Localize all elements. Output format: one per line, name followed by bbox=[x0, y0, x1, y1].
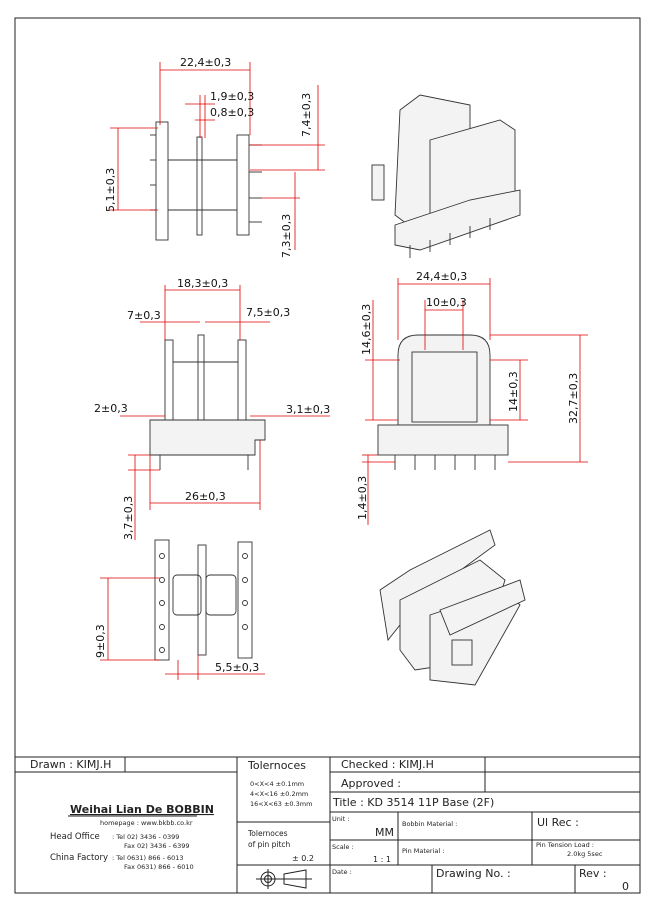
head-office-label: Head Office bbox=[50, 832, 100, 842]
dim-5-1: 5,1±0,3 bbox=[104, 168, 117, 212]
dim-24-4: 24,4±0,3 bbox=[416, 270, 467, 283]
isometric-view-top bbox=[371, 94, 521, 258]
unit-value: MM bbox=[375, 826, 394, 839]
dim-7-4: 7,4±0,3 bbox=[300, 93, 313, 137]
approved-by: Approved : bbox=[341, 777, 401, 790]
unit-label: Unit : bbox=[332, 815, 350, 823]
dim-2: 2±0,3 bbox=[94, 402, 128, 415]
bobbin-material-label: Bobbin Material : bbox=[402, 820, 457, 828]
side-view-top bbox=[150, 121, 262, 241]
company-name: Weihai Lian De BOBBIN bbox=[70, 803, 214, 816]
pin-pitch-value: ± 0.2 bbox=[292, 854, 314, 863]
drawing-title: Title : KD 3514 11P Base (2F) bbox=[332, 796, 494, 809]
dim-lines-end bbox=[362, 278, 588, 525]
dim-14: 14±0,3 bbox=[507, 371, 520, 412]
rev-value: 0 bbox=[622, 880, 629, 893]
checked-by: Checked : KIMJ.H bbox=[341, 758, 434, 771]
tolerance-row: 16<X<63 ±0.3mm bbox=[250, 800, 312, 808]
drawn-by: Drawn : KIMJ.H bbox=[30, 758, 111, 771]
dim-10: 10±0,3 bbox=[426, 296, 467, 309]
tolerance-row: 0<X<4 ±0.1mm bbox=[250, 780, 304, 788]
dim-22-4: 22,4±0,3 bbox=[180, 56, 231, 69]
drawing-border bbox=[14, 17, 641, 894]
dim-5-5: 5,5±0,3 bbox=[215, 661, 259, 674]
pin-tension-label: Pin Tension Load : bbox=[536, 841, 594, 849]
pin-pitch-label: of pin pitch bbox=[248, 840, 291, 849]
china-factory-fax: Fax 0631) 866 - 6010 bbox=[124, 863, 194, 871]
scale-value: 1 : 1 bbox=[373, 855, 391, 864]
dim-14-6: 14,6±0,3 bbox=[360, 304, 373, 355]
dim-7-5: 7,5±0,3 bbox=[246, 306, 290, 319]
pin-pitch-label: Tolernoces bbox=[247, 829, 288, 838]
dim-32-7: 32,7±0,3 bbox=[567, 373, 580, 424]
isometric-view-bottom bbox=[379, 529, 526, 686]
dim-0-8: 0,8±0,3 bbox=[210, 106, 254, 119]
china-factory-tel: : Tel 0631) 866 - 6013 bbox=[112, 854, 184, 862]
dim-3-1: 3,1±0,3 bbox=[286, 403, 330, 416]
head-office-fax: Fax 02) 3436 - 6399 bbox=[124, 842, 189, 850]
title-block-grid bbox=[15, 756, 640, 893]
dim-18-3: 18,3±0,3 bbox=[177, 277, 228, 290]
projection-symbol-icon bbox=[256, 869, 312, 889]
dim-26: 26±0,3 bbox=[185, 490, 226, 503]
pin-material-label: Pin Material : bbox=[402, 847, 444, 855]
dim-lines-top-left bbox=[110, 62, 325, 250]
dim-lines-front bbox=[120, 285, 330, 540]
end-view bbox=[377, 334, 509, 470]
dim-3-7: 3,7±0,3 bbox=[122, 496, 135, 540]
dim-1-9: 1,9±0,3 bbox=[210, 90, 254, 103]
dim-7: 7±0,3 bbox=[127, 309, 161, 322]
china-factory-label: China Factory bbox=[50, 853, 108, 863]
tolerance-row: 4<X<16 ±0.2mm bbox=[250, 790, 308, 798]
pin-tension-value: 2.0kg 5sec bbox=[567, 850, 603, 858]
tolerances-title: Tolernoces bbox=[247, 759, 306, 772]
rev-label: Rev : bbox=[579, 867, 607, 880]
bottom-view bbox=[154, 539, 253, 661]
scale-label: Scale : bbox=[332, 843, 354, 851]
dim-1-4: 1,4±0,3 bbox=[356, 476, 369, 520]
date-label: Date : bbox=[332, 868, 352, 876]
dim-lines-bottom bbox=[100, 577, 265, 680]
drawing-no-label: Drawing No. : bbox=[436, 867, 511, 880]
ul-rec-label: Ul Rec : bbox=[537, 816, 579, 829]
head-office-tel: : Tel 02) 3436 - 0399 bbox=[112, 833, 179, 841]
dim-7-3: 7,3±0,3 bbox=[280, 214, 293, 258]
front-view bbox=[149, 334, 266, 470]
dim-9: 9±0,3 bbox=[94, 624, 107, 658]
homepage: homepage : www.bkbb.co.kr bbox=[100, 819, 193, 827]
